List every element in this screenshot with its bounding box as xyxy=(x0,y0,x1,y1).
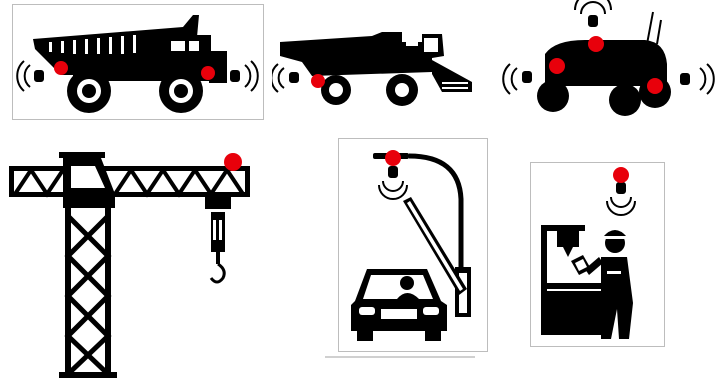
sensor-dot xyxy=(385,150,401,166)
worker-icon xyxy=(531,163,664,346)
crane-hook-icon xyxy=(205,197,231,282)
machine-icon xyxy=(541,225,607,335)
panel-tower-crane xyxy=(5,150,255,380)
robot-vehicle-icon xyxy=(495,0,720,120)
antenna-icon xyxy=(575,0,661,44)
panel-factory-worker xyxy=(530,162,665,347)
wireless-signal-icon xyxy=(607,183,635,215)
parking-barrier-icon xyxy=(339,139,487,351)
tower-crane-icon xyxy=(5,150,255,380)
baseline-line xyxy=(325,356,475,358)
harvester-icon xyxy=(272,12,477,112)
dump-truck-icon xyxy=(13,5,263,119)
sensor-dot xyxy=(54,61,68,75)
sensor-dot xyxy=(588,36,604,52)
panel-harvester xyxy=(272,12,477,112)
wireless-signal-icon xyxy=(379,167,407,199)
sensor-dot xyxy=(224,153,242,171)
wireless-signal-icon xyxy=(272,64,298,92)
panel-dump-truck xyxy=(12,4,264,120)
panel-parking-barrier xyxy=(338,138,488,352)
sensor-dot xyxy=(201,66,215,80)
panel-robot-vehicle xyxy=(495,0,720,120)
sensor-dot xyxy=(311,74,325,88)
sensor-dot xyxy=(549,58,565,74)
car-icon xyxy=(351,269,447,341)
sensor-dot xyxy=(647,78,663,94)
sensor-dot xyxy=(613,167,629,183)
